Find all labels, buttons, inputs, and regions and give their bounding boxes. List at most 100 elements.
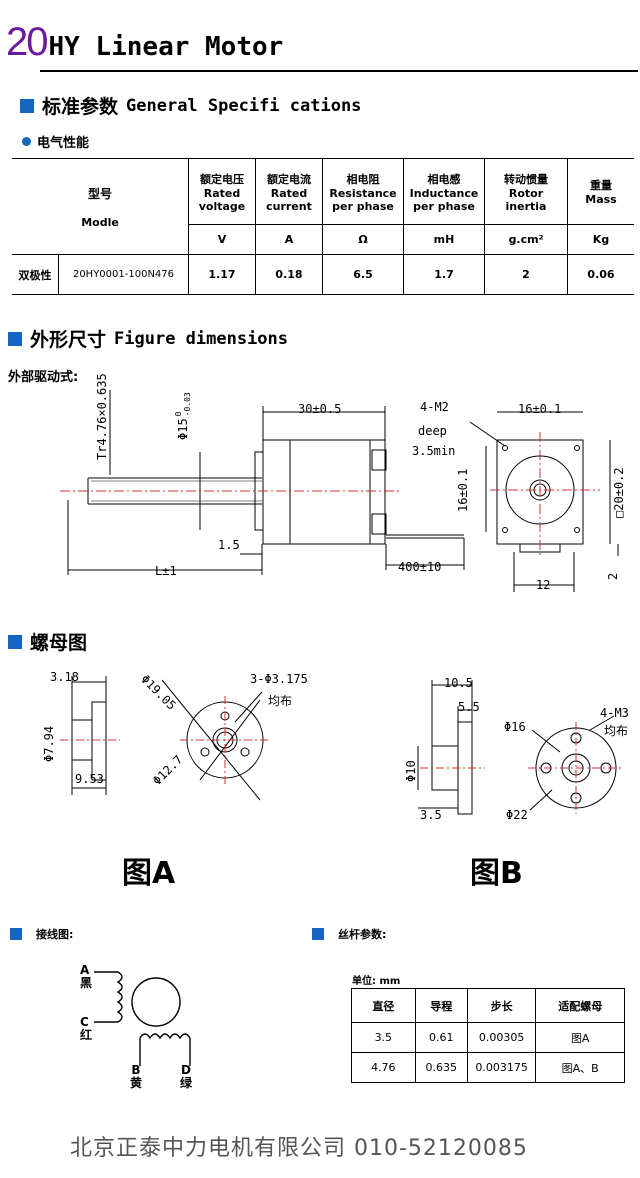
nut-a-d6: 均布 [268, 694, 293, 708]
unit-cell: mH [403, 224, 485, 255]
square-bullet-icon [312, 928, 324, 940]
screw-cell: 0.635 [414, 1052, 468, 1083]
col-en2: per phase [413, 199, 475, 213]
col-en2: per phase [332, 199, 394, 213]
screw-unit: 单位: mm [352, 976, 401, 987]
col-en1: Rated [203, 186, 241, 200]
unit-cell: Ω [322, 224, 404, 255]
sub-heading: 电气性能 [22, 132, 89, 151]
section-figure-en: Figure dimensions [114, 328, 289, 349]
model-cell: 20HY0001-100N476 [58, 254, 189, 295]
dim-body: 30±0.5 [298, 402, 342, 416]
rotor-circle [131, 977, 181, 1027]
section-nut-title: 螺母图 [30, 632, 88, 654]
dim-front-w: 16±0.1 [518, 402, 562, 416]
motor-drawing [60, 390, 619, 592]
nut-drawings [60, 676, 624, 815]
nut-a-d5: 3-Φ3.175 [250, 672, 308, 686]
nut-b-d7: 均布 [604, 724, 629, 738]
model-header-cn: 型号 [87, 186, 112, 201]
nut-a-d2: Φ7.94 [42, 725, 56, 762]
col-en1: Inductance [409, 186, 479, 200]
nut-b-d3: Φ10 [404, 760, 418, 782]
screw-cell: 图A [535, 1022, 625, 1053]
section-figure-cn: 外形尺寸 [30, 329, 107, 351]
wire-c-letter: C [80, 1015, 89, 1029]
section-general-en: General Specifi cations [126, 95, 362, 116]
dim-deep: deep [418, 424, 447, 438]
section-nut: 螺母图 [8, 628, 87, 655]
square-bullet-icon [20, 98, 34, 113]
section-wiring: 接线图: [10, 926, 73, 942]
col-cn: 相电感 [427, 172, 461, 186]
unit-cell: A [255, 224, 323, 255]
col-cn: 重量 [590, 179, 612, 192]
screw-table: 直径 导程 步长 适配螺母 3.5 0.61 0.00305 图A 4.76 0… [351, 988, 625, 1083]
col-cn: 额定电流 [267, 172, 311, 186]
model-header-en: Modle [81, 215, 119, 229]
square-bullet-icon [10, 928, 22, 940]
col-en1: Resistance [329, 186, 397, 200]
screw-cell: 图A、B [535, 1052, 625, 1083]
section-general-cn: 标准参数 [42, 96, 119, 118]
table-row: 4.76 0.635 0.003175 图A、B [351, 1052, 625, 1083]
dim-lead: 400±10 [398, 560, 442, 574]
value-cell: 6.5 [322, 254, 404, 295]
col-en1: Rated [270, 186, 308, 200]
dim-step: 1.5 [218, 538, 240, 552]
col-en2: inertia [505, 199, 547, 213]
section-screw: 丝杆参数: [312, 926, 386, 942]
nut-b-d8: Φ22 [506, 808, 528, 822]
section-wiring-title: 接线图: [36, 928, 74, 941]
dim-d2: 2 [606, 572, 620, 580]
col-en1: Mass [585, 193, 617, 206]
dim-square: □20±0.2 [612, 467, 626, 518]
figure-b-label: 图B [470, 856, 523, 891]
value-cell: 0.06 [567, 254, 634, 295]
dim-length: L±1 [155, 564, 177, 578]
wire-d-color: 绿 [180, 1076, 193, 1090]
value-cell: 1.7 [403, 254, 485, 295]
wire-d-letter: D [181, 1063, 191, 1077]
circle-bullet-icon [22, 137, 31, 146]
screw-cell: 4.76 [351, 1052, 416, 1083]
screw-header: 导程 [414, 988, 468, 1023]
coil-ac [116, 971, 123, 1023]
page-title: HY Linear Motor [48, 32, 284, 62]
screw-cell: 0.61 [414, 1022, 468, 1053]
drive-label: 外部驱动式: [8, 370, 79, 385]
nut-b-d2: 5.5 [458, 700, 480, 714]
unit-cell: V [188, 224, 256, 255]
col-cn: 转动惯量 [504, 172, 548, 186]
table-row: 3.5 0.61 0.00305 图A [351, 1022, 625, 1053]
value-cell: 0.18 [255, 254, 323, 295]
dim-shaft-dia: Φ15 [176, 418, 190, 440]
value-cell: 1.17 [188, 254, 256, 295]
square-bullet-icon [8, 331, 22, 346]
page-header: 20 HY Linear Motor [6, 22, 283, 62]
wiring-diagram [94, 971, 191, 1066]
screw-header: 直径 [351, 988, 416, 1023]
dim-depth: 3.5min [412, 444, 456, 458]
model-header-cell: 型号 Modle [12, 158, 189, 255]
dim-shaft: Φ15 0 -0.03 [174, 392, 192, 440]
nut-a-flange [91, 701, 107, 781]
dim-w12: 12 [536, 578, 551, 592]
col-en2: current [266, 199, 312, 213]
unit-cell: g.cm² [484, 224, 568, 255]
section-screw-title: 丝杆参数: [338, 928, 387, 941]
section-general: 标准参数 General Specifi cations [20, 92, 361, 119]
company-footer: 北京正泰中力电机有限公司 010-52120085 [70, 1136, 528, 1161]
nut-a-d3: 9.53 [75, 772, 104, 786]
screw-cell: 0.00305 [466, 1022, 537, 1053]
section-figure: 外形尺寸 Figure dimensions [8, 325, 288, 352]
sub-heading-text: 电气性能 [37, 136, 90, 151]
